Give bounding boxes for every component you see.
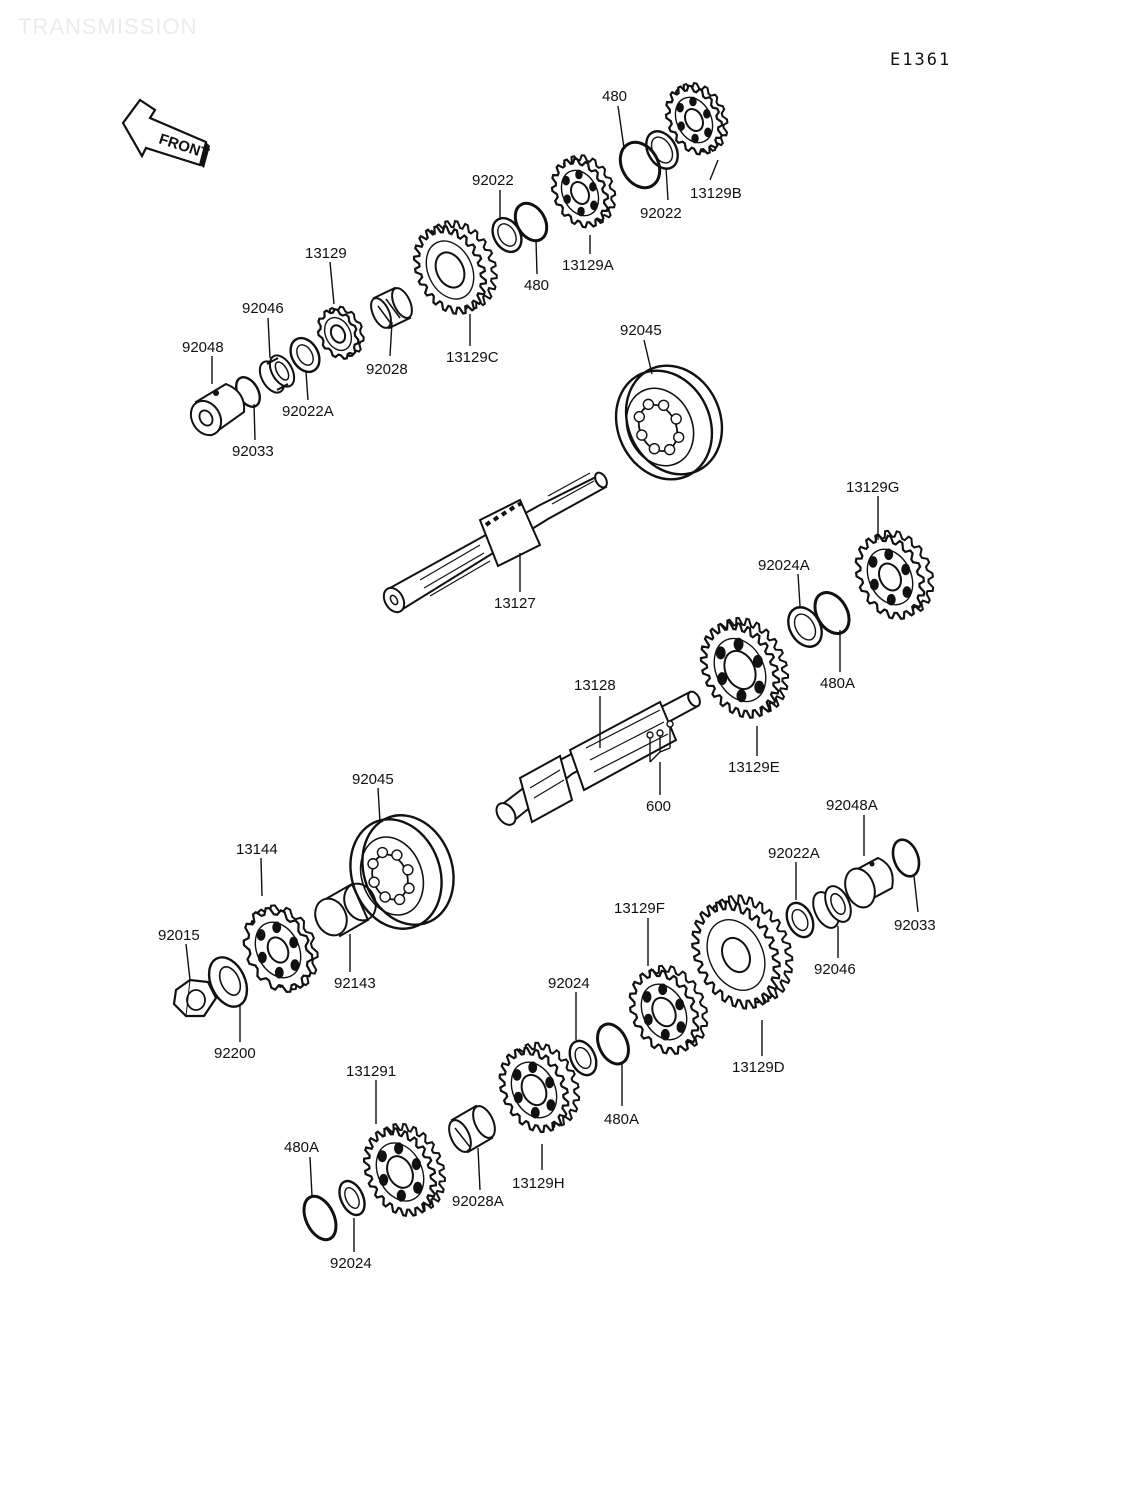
part-13129h-gear [498, 1041, 581, 1133]
part-92015-nut [172, 978, 218, 1018]
leader-lines [185, 105, 919, 1252]
part-label: 600 [646, 798, 671, 815]
part-13129f-gear [628, 964, 709, 1055]
part-13129g-gear [854, 529, 935, 620]
part-92022a-washer-lower [785, 901, 815, 939]
front-arrow-icon: FRONT [121, 98, 211, 168]
part-480-circlip-upper [618, 140, 662, 190]
part-92024-washer-lower [338, 1179, 366, 1217]
part-13129b-gear [664, 81, 729, 156]
part-label: 13129G [846, 479, 899, 496]
part-label: 13129E [728, 759, 780, 776]
part-label: 13129F [614, 900, 665, 917]
part-label: 92033 [232, 443, 274, 460]
part-92022-washer-upper [645, 130, 679, 170]
part-label: 13129H [512, 1175, 565, 1192]
part-label: 92022 [640, 205, 682, 222]
part-92143-collar [314, 882, 377, 938]
part-92024a-washer [787, 606, 823, 648]
part-92022-washer-mid [491, 216, 523, 254]
part-label: 480 [602, 88, 627, 105]
part-label: 480 [524, 277, 549, 294]
part-callouts: 480 13129B 92022 92022 480 13129A 13129 … [158, 88, 936, 1272]
part-label: 92045 [352, 771, 394, 788]
part-label: 480A [820, 675, 855, 692]
part-13127-input-shaft [382, 471, 608, 614]
diagram-title: TRANSMISSION [18, 14, 198, 39]
part-label: 92028A [452, 1193, 504, 1210]
part-92022a-washer-upper [289, 336, 321, 374]
part-131291-gear [363, 1122, 446, 1217]
part-92046-needle-bearing-lower [812, 885, 852, 929]
part-label: 480A [284, 1139, 319, 1156]
part-label: 92045 [620, 322, 662, 339]
part-92045-ball-bearing-upper [614, 364, 724, 481]
part-label: 92046 [242, 300, 284, 317]
part-label: 13127 [494, 595, 536, 612]
part-92045-ball-bearing-lower [349, 814, 455, 930]
part-label: 92024 [548, 975, 590, 992]
part-label: 92200 [214, 1045, 256, 1062]
part-13129a-gear [550, 154, 617, 229]
part-13129d-gear [691, 894, 794, 1010]
part-label: 92024 [330, 1255, 372, 1272]
part-label: 480A [604, 1111, 639, 1128]
part-label: 92028 [366, 361, 408, 378]
part-label: 13129A [562, 257, 614, 274]
part-label: 13129 [305, 245, 347, 262]
part-label: 92048A [826, 797, 878, 814]
part-label: 92048 [182, 339, 224, 356]
part-480a-circlip-mid [596, 1022, 630, 1066]
part-label: 92024A [758, 557, 810, 574]
part-label: 92033 [894, 917, 936, 934]
part-label: 92022A [768, 845, 820, 862]
part-label: 92022 [472, 172, 514, 189]
part-92048a-collar [844, 856, 894, 909]
part-480a-circlip-lower [302, 1194, 338, 1242]
part-label: 13129C [446, 349, 499, 366]
part-92033-circlip-lower [891, 838, 921, 878]
part-92048-collar [189, 382, 246, 437]
part-13129-gear [316, 305, 365, 360]
part-label: 92015 [158, 927, 200, 944]
part-92046-needle-bearing-upper [258, 354, 296, 394]
part-label: 13128 [574, 677, 616, 694]
part-13128-output-shaft [495, 690, 701, 826]
part-92028-bushing [370, 286, 413, 330]
part-13129e-gear [699, 616, 789, 719]
part-label: 13129D [732, 1059, 785, 1076]
part-label: 13129B [690, 185, 742, 202]
part-92024-washer-mid [568, 1039, 598, 1077]
part-label: 92143 [334, 975, 376, 992]
part-13144-sprocket [242, 904, 319, 994]
part-label: 92022A [282, 403, 334, 420]
part-label: 131291 [346, 1063, 396, 1080]
part-92028a-bushing [448, 1104, 496, 1154]
part-label: 13144 [236, 841, 278, 858]
part-13129c-gear [413, 219, 498, 315]
part-label: 92046 [814, 961, 856, 978]
part-600-ball-set [646, 720, 674, 763]
diagram-id: E1361 [890, 50, 952, 70]
